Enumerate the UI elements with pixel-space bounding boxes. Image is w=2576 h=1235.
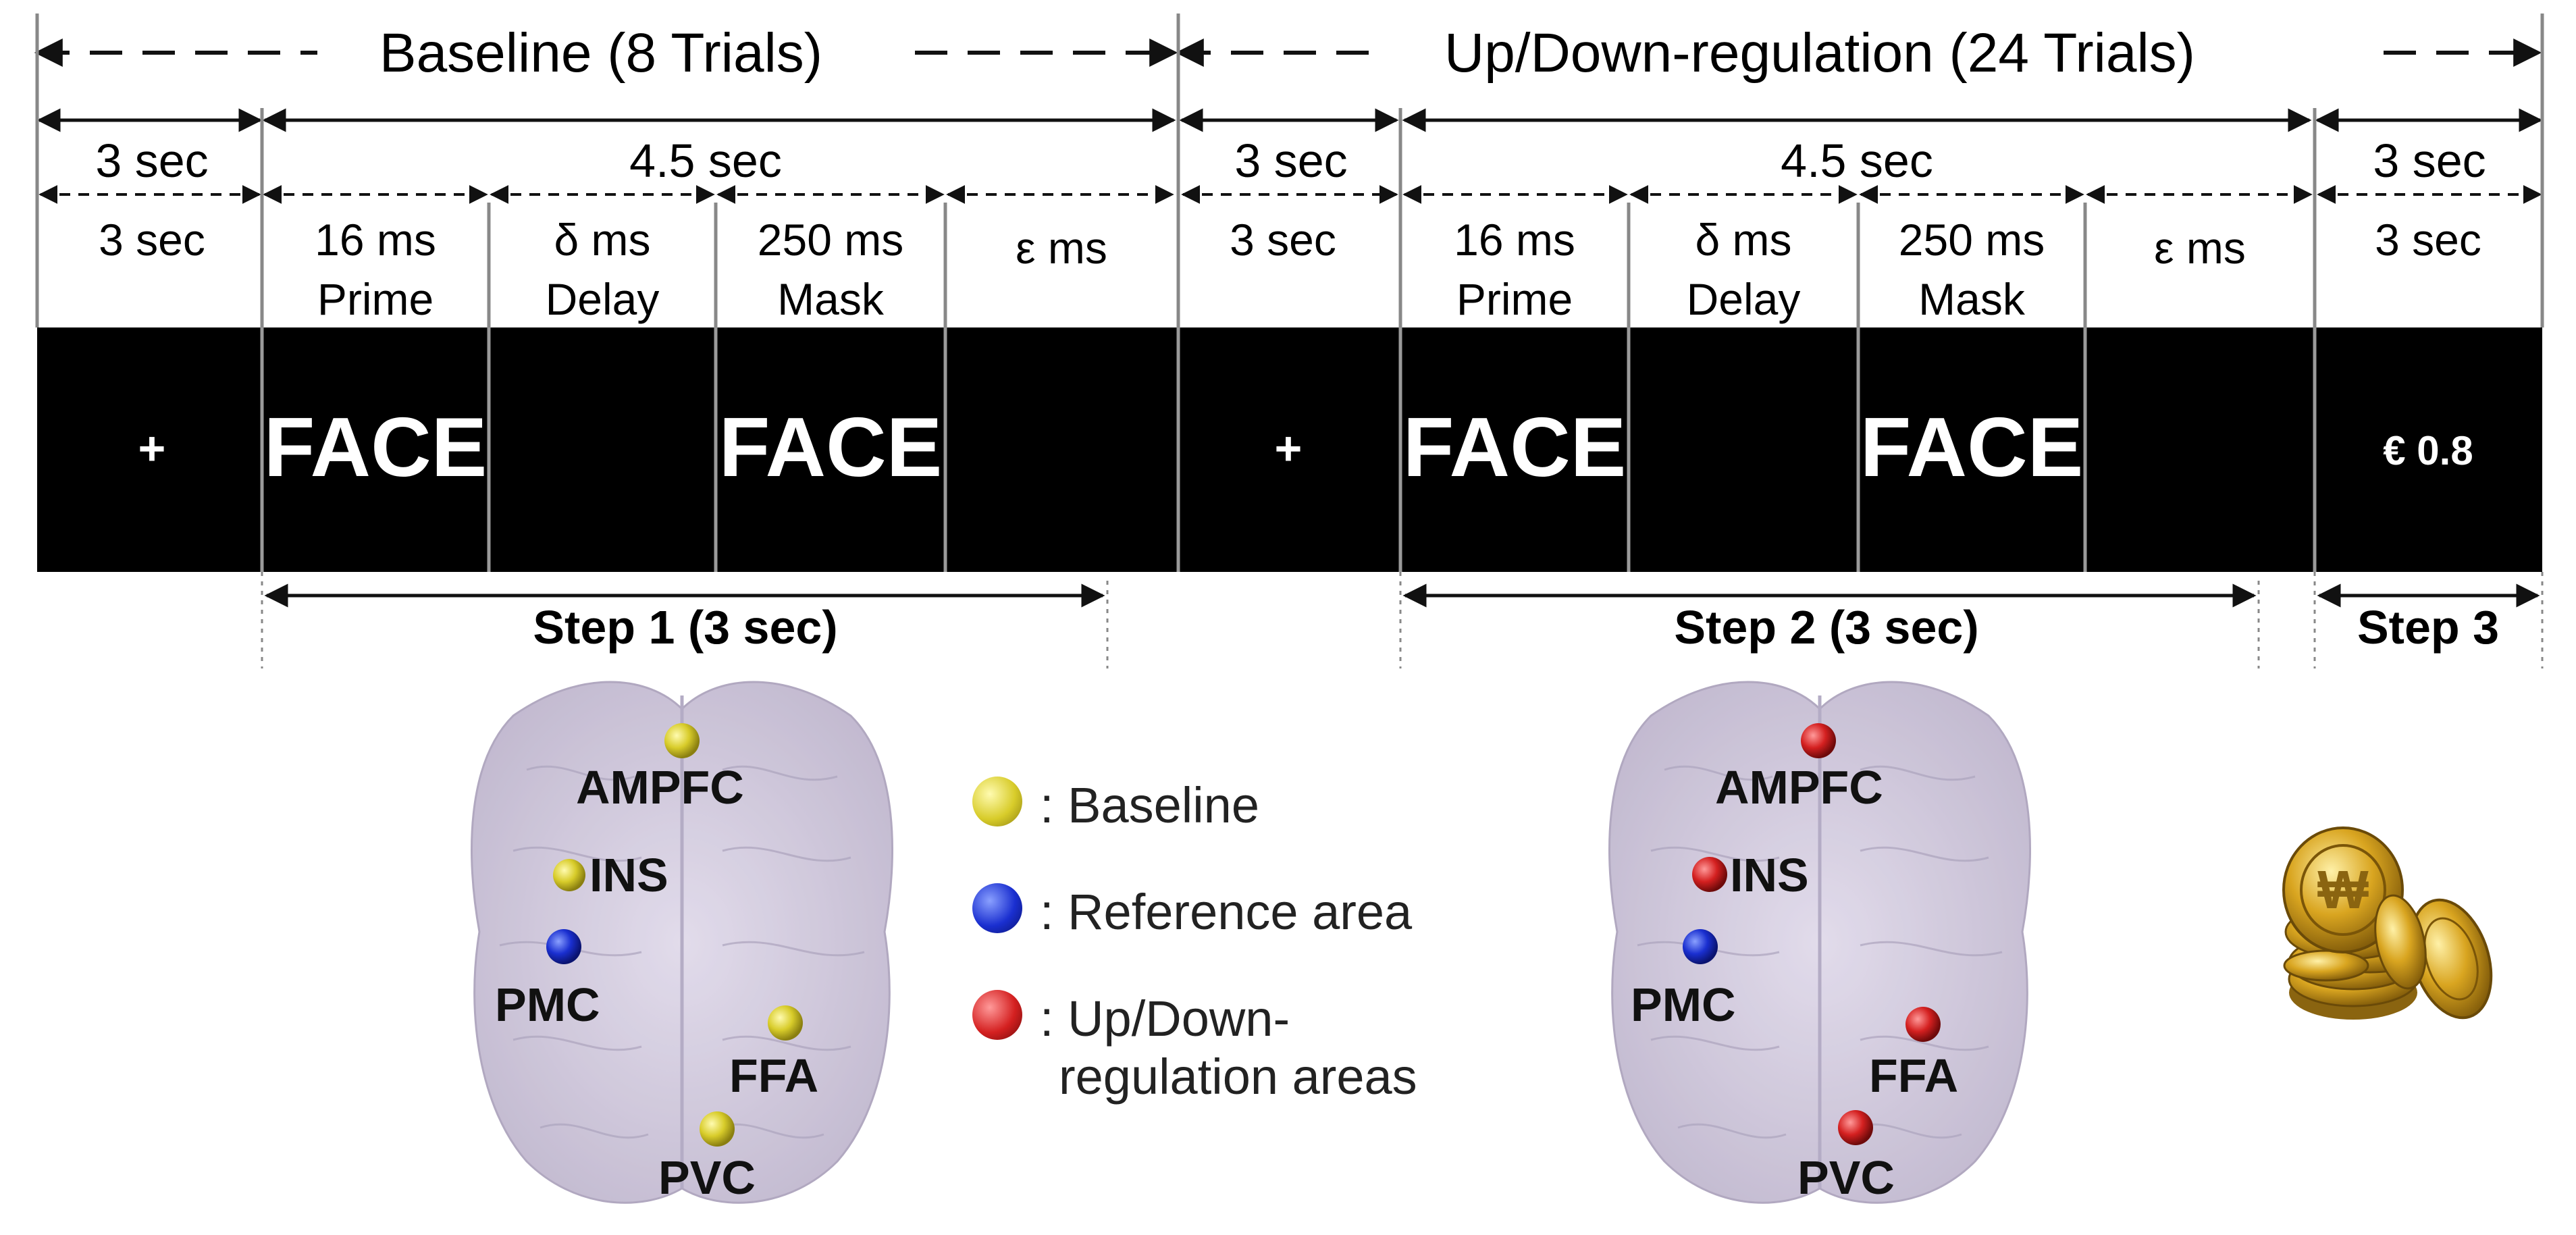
reward-amount: € 0.8	[2383, 428, 2473, 473]
ffa-label-regulation: FFA	[1869, 1049, 1958, 1102]
blue-ball-icon	[972, 883, 1022, 933]
ins-label-baseline: INS	[589, 849, 668, 901]
pvc-label-baseline: PVC	[658, 1151, 756, 1204]
legend-label-reference: : Reference area	[1040, 884, 1413, 940]
ffa-label-baseline: FFA	[729, 1049, 818, 1102]
gold-coins-icon: ₩	[2282, 826, 2493, 1020]
yellow-ball-icon	[972, 777, 1022, 826]
step-markers: Step 1 (3 sec) Step 2 (3 sec) Step 3	[261, 572, 2544, 668]
legend-label-baseline: : Baseline	[1040, 777, 1259, 833]
brain-image-2	[1608, 681, 2031, 1204]
step2-label: Step 2 (3 sec)	[1674, 601, 1978, 654]
pmc-label-regulation: PMC	[1631, 978, 1736, 1031]
brain-regulation: AMPFC INS PMC FFA PVC	[1608, 681, 2031, 1204]
screen-contents: + FACE FACE + FACE FACE € 0.8	[138, 401, 2473, 494]
brain-baseline: AMPFC INS PMC FFA PVC	[471, 681, 893, 1204]
ffa-node-baseline	[768, 1005, 803, 1041]
ampfc-label-baseline: AMPFC	[576, 761, 744, 814]
segment-dividers	[35, 14, 2544, 327]
legend-label-updown-line1: : Up/Down-	[1040, 991, 1290, 1047]
seg-sub-prime-2: Prime	[1456, 274, 1573, 324]
ffa-node-regulation	[1905, 1007, 1941, 1042]
legend-item-updown: : Up/Down- regulation areas	[972, 990, 1417, 1106]
seg-sub-delay-2: Delay	[1687, 274, 1801, 324]
ins-node-regulation	[1692, 857, 1727, 892]
segment-labels: 3 sec 16 ms Prime δ ms Delay 250 ms Mask…	[99, 215, 2481, 324]
seg-sub-delay-1: Delay	[546, 274, 660, 324]
legend-label-updown-line2: regulation areas	[1059, 1049, 1417, 1105]
duration-3sec-3: 3 sec	[2373, 134, 2486, 187]
regulation-phase-title: Up/Down-regulation (24 Trials)	[1444, 22, 2195, 84]
face-prime-2: FACE	[1403, 401, 1627, 494]
pvc-label-regulation: PVC	[1797, 1151, 1895, 1204]
brain-image-1	[471, 681, 893, 1204]
legend-label-updown: : Up/Down- regulation areas	[1040, 990, 1417, 1106]
screen-dividers	[260, 327, 2317, 572]
legend-item-reference: : Reference area	[972, 883, 1412, 941]
duration-45sec-1: 4.5 sec	[629, 134, 782, 187]
seg-label-mask-1: 250 ms	[758, 215, 903, 265]
ampfc-node-regulation	[1801, 723, 1836, 758]
ampfc-node-baseline	[664, 723, 700, 758]
seg-label-prime-2: 16 ms	[1454, 215, 1575, 265]
phase-header: Baseline (8 Trials) Up/Down-regulation (…	[34, 22, 2542, 84]
svg-text:₩: ₩	[2317, 860, 2369, 920]
duration-45sec-2: 4.5 sec	[1781, 134, 1933, 187]
legend: : Baseline : Reference area : Up/Down- r…	[972, 777, 1580, 1155]
screen-strip	[37, 327, 2542, 572]
pvc-node-regulation	[1838, 1110, 1873, 1145]
seg-label-delay-2: δ ms	[1695, 215, 1791, 265]
legend-item-baseline: : Baseline	[972, 777, 1259, 835]
seg-sub-mask-2: Mask	[1918, 274, 2026, 324]
face-mask-1: FACE	[719, 401, 943, 494]
ins-node-baseline	[553, 859, 585, 891]
ins-label-regulation: INS	[1730, 849, 1809, 901]
face-prime-1: FACE	[264, 401, 488, 494]
ampfc-label-regulation: AMPFC	[1715, 761, 1883, 814]
seg-label-fixation-1: 3 sec	[99, 215, 205, 265]
pvc-node-baseline	[700, 1111, 735, 1147]
duration-3sec-1: 3 sec	[95, 134, 208, 187]
red-ball-icon	[972, 990, 1022, 1040]
baseline-phase-title: Baseline (8 Trials)	[379, 22, 822, 84]
seg-label-mask-2: 250 ms	[1899, 215, 2045, 265]
pmc-node-baseline	[546, 929, 581, 964]
fixation-cross-2: +	[1275, 422, 1303, 475]
face-mask-2: FACE	[1860, 401, 2084, 494]
seg-label-epsilon-1: ε ms	[1016, 223, 1107, 273]
fixation-cross-1: +	[138, 422, 166, 475]
seg-label-epsilon-2: ε ms	[2154, 223, 2246, 273]
pmc-node-regulation	[1683, 929, 1718, 964]
step3-label: Step 3	[2357, 601, 2499, 654]
seg-sub-prime-1: Prime	[317, 274, 433, 324]
duration-3sec-2: 3 sec	[1234, 134, 1347, 187]
seg-label-reward: 3 sec	[2375, 215, 2481, 265]
step1-label: Step 1 (3 sec)	[533, 601, 837, 654]
pmc-label-baseline: PMC	[495, 978, 600, 1031]
seg-label-fixation-2: 3 sec	[1230, 215, 1336, 265]
seg-sub-mask-1: Mask	[777, 274, 885, 324]
seg-label-delay-1: δ ms	[554, 215, 650, 265]
seg-label-prime-1: 16 ms	[315, 215, 436, 265]
